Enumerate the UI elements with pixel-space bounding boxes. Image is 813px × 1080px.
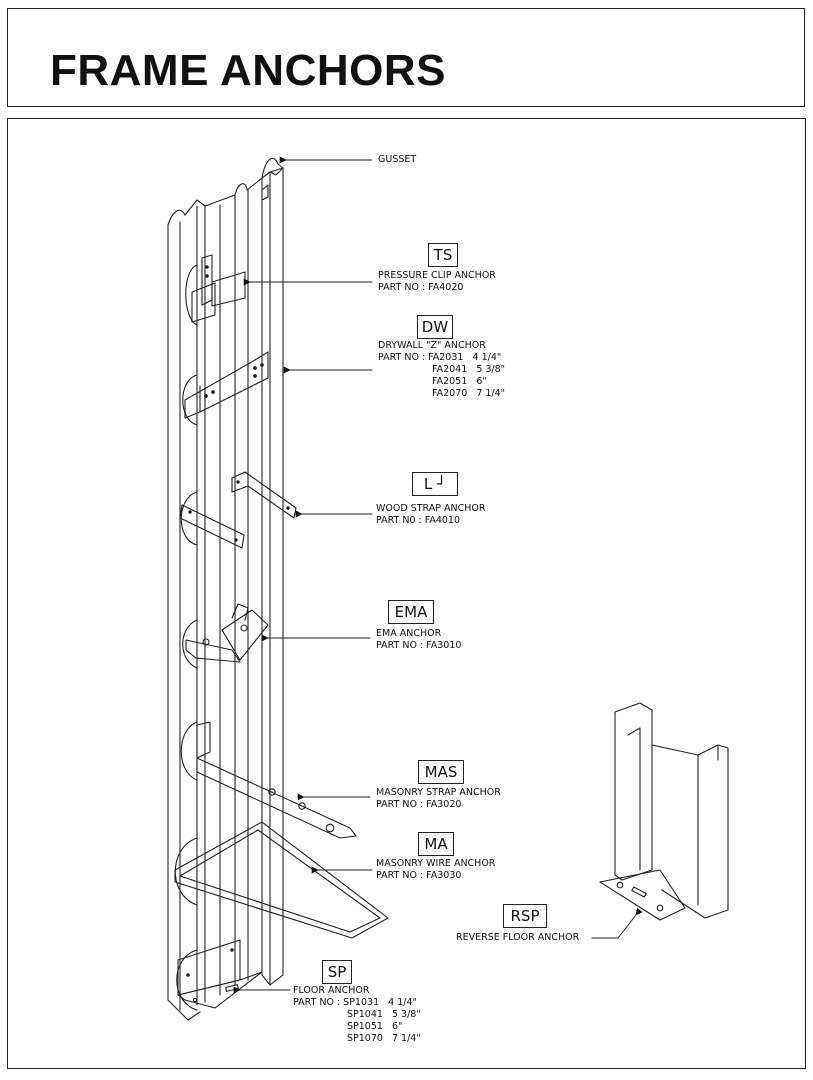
diagram-frame [7, 118, 806, 1069]
mas-masonry-strap-anchor [196, 721, 357, 839]
rsp-code-box: RSP [503, 904, 547, 928]
ma-name: MASONRY WIRE ANCHOR [376, 858, 496, 869]
mas-part: PART NO : FA3020 [376, 799, 462, 810]
ts-part: PART NO : FA4020 [378, 282, 464, 293]
ma-masonry-wire-anchor [174, 821, 389, 939]
l-part: PART N0 : FA4010 [376, 515, 461, 526]
ema-part: PART NO : FA3010 [376, 640, 462, 651]
dw-part-4: FA2070 7 1/4" [432, 388, 506, 399]
sp-code-box: SP [322, 960, 352, 984]
dw-part-1: PART NO : FA2031 4 1/4" [378, 352, 502, 363]
mas-code-box: MAS [418, 760, 464, 784]
dw-name: DRYWALL "Z" ANCHOR [378, 340, 486, 351]
l-wood-strap-anchor [179, 471, 297, 549]
frame-cutouts [174, 264, 198, 1011]
ma-part: PART NO : FA3030 [376, 870, 462, 881]
ema-name: EMA ANCHOR [376, 628, 442, 639]
title-banner: FRAME ANCHORS [7, 8, 805, 107]
sp-part-4: SP1070 7 1/4" [347, 1033, 421, 1044]
ma-code-box: MA [418, 832, 454, 856]
ts-name: PRESSURE CLIP ANCHOR [378, 270, 496, 281]
sp-part-2: SP1041 5 3/8" [347, 1009, 421, 1020]
dw-part-2: FA2041 5 3/8" [432, 364, 506, 375]
ts-code-box: TS [428, 243, 458, 267]
sp-part-1: PART NO : SP1031 4 1/4" [293, 997, 417, 1008]
sp-part-3: SP1051 6" [347, 1021, 403, 1032]
sp-name: FLOOR ANCHOR [293, 985, 370, 996]
frame-jamb [167, 157, 284, 1021]
gusset-label: GUSSET [378, 154, 417, 165]
dw-part-3: FA2051 6" [432, 376, 487, 387]
l-name: WOOD STRAP ANCHOR [376, 503, 486, 514]
mas-name: MASONRY STRAP ANCHOR [376, 787, 501, 798]
dw-code-box: DW [417, 315, 453, 339]
dw-drywall-z-anchor [184, 351, 269, 419]
rsp-name: REVERSE FLOOR ANCHOR [456, 932, 580, 943]
l-code-box: L ┘ [412, 472, 458, 496]
rsp-reverse-floor-anchor [599, 702, 729, 921]
ema-code-box: EMA [388, 600, 434, 624]
page-title: FRAME ANCHORS [50, 46, 446, 95]
leader-lines [233, 156, 643, 994]
ema-anchor [185, 603, 269, 663]
ts-pressure-clip-anchor [191, 254, 246, 323]
